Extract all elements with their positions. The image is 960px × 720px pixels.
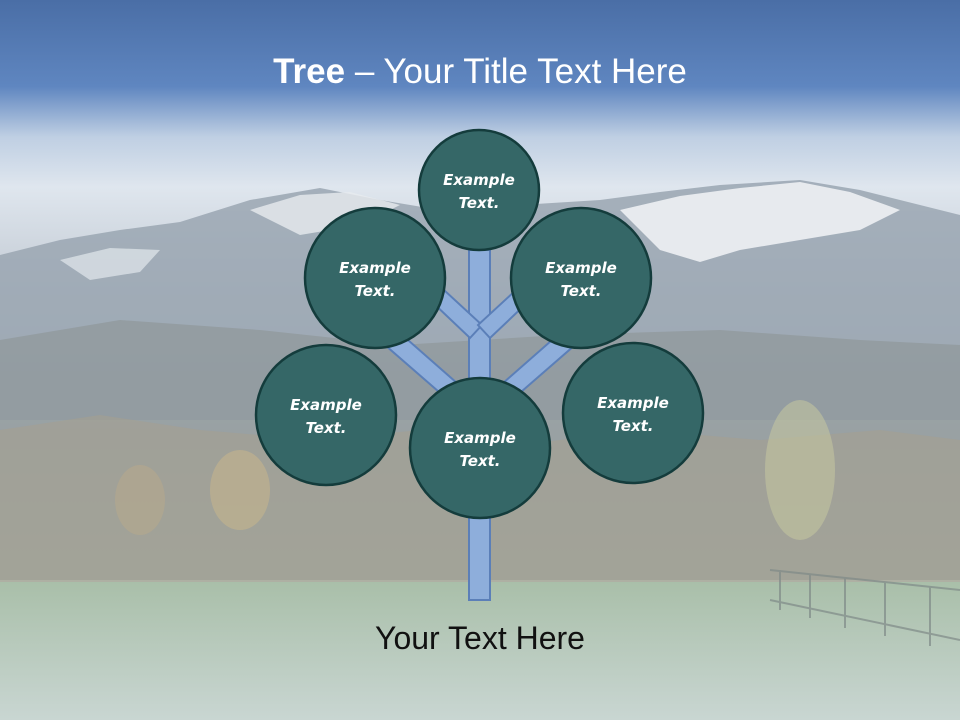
node-top: Example Text.: [417, 128, 541, 252]
footer-text: Your Text Here: [375, 620, 585, 656]
slide-title: Tree – Your Title Text Here: [0, 52, 960, 92]
node-upper-left-line2: Text.: [354, 282, 395, 300]
node-lower-left-line2: Text.: [305, 419, 346, 437]
node-top-line2: Text.: [458, 194, 499, 212]
node-lower-left-line1: Example: [290, 396, 362, 414]
node-upper-left-line1: Example: [339, 259, 411, 277]
node-upper-right-line2: Text.: [560, 282, 601, 300]
node-lower-left: Example Text.: [254, 343, 398, 487]
node-right-line2: Text.: [612, 417, 653, 435]
title-bold: Tree: [273, 52, 346, 91]
node-center: Example Text.: [408, 376, 552, 520]
node-top-line1: Example: [443, 171, 515, 189]
node-center-line1: Example: [444, 429, 516, 447]
node-right: Example Text.: [561, 341, 705, 485]
node-center-line2: Text.: [459, 452, 500, 470]
title-rest: – Your Title Text Here: [345, 52, 687, 91]
node-upper-right: Example Text.: [509, 206, 653, 350]
node-right-line1: Example: [597, 394, 669, 412]
node-upper-left: Example Text.: [303, 206, 447, 350]
node-upper-right-line1: Example: [545, 259, 617, 277]
